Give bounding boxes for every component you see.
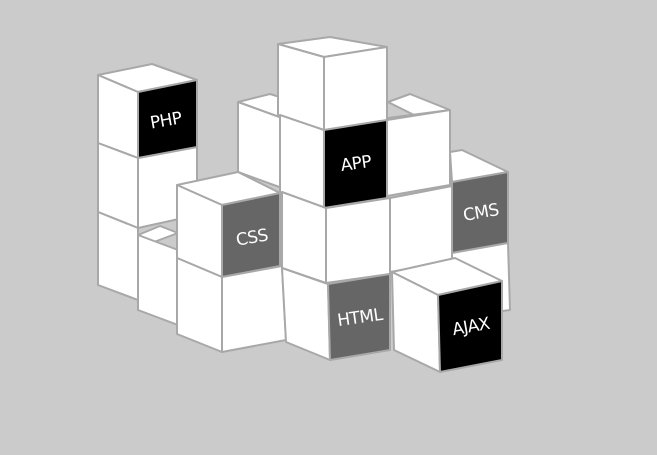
middle-row bbox=[281, 185, 453, 284]
css-stack bbox=[176, 171, 287, 353]
php-cube-front bbox=[137, 79, 198, 159]
php-tower-left-lower bbox=[97, 211, 139, 301]
html-stack bbox=[281, 267, 391, 361]
lower-left-blocks bbox=[137, 225, 179, 326]
top-cube-front bbox=[323, 46, 388, 131]
mid-right-front bbox=[389, 185, 453, 273]
lower-left-side bbox=[137, 234, 179, 326]
html-cube-front bbox=[327, 273, 391, 361]
html-cube-left bbox=[281, 267, 331, 361]
app-right-neighbor-front bbox=[386, 109, 451, 197]
ajax-cube-front bbox=[437, 280, 503, 373]
central-tower bbox=[277, 36, 451, 209]
css-lower-front bbox=[221, 265, 287, 353]
mid-center-front bbox=[325, 197, 391, 284]
app-label: APP bbox=[339, 152, 372, 176]
ajax-stack bbox=[391, 257, 503, 373]
php-stack bbox=[137, 79, 198, 159]
